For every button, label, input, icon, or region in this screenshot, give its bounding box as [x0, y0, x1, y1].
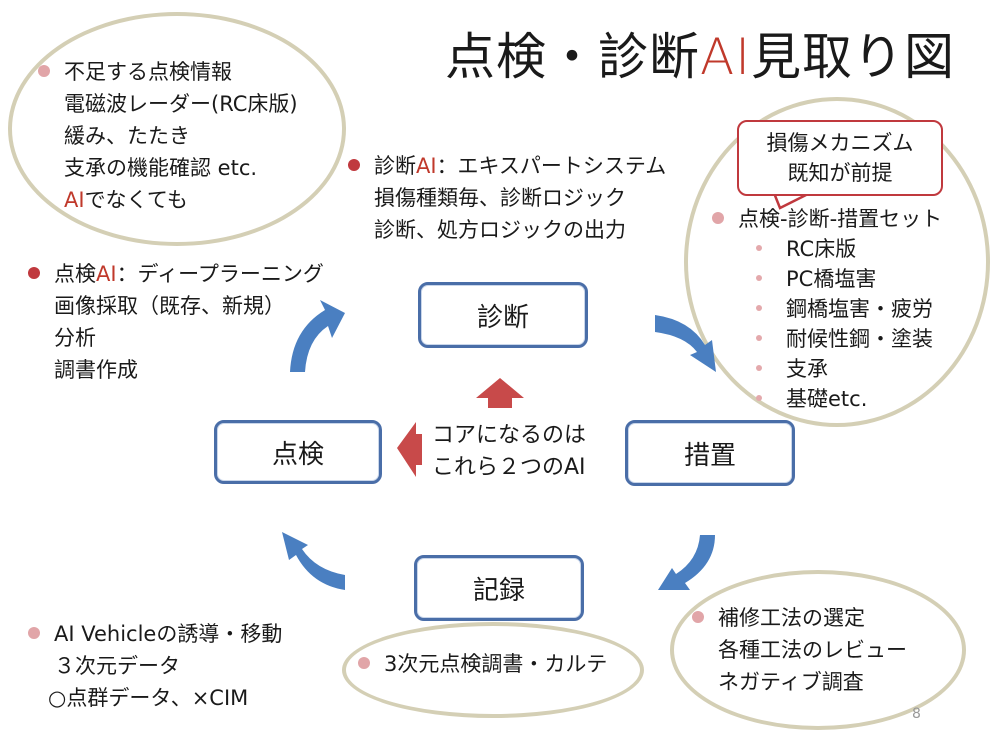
- inspection-ai-prefix: 点検: [54, 262, 96, 286]
- inspection-set-list: 点検-診断-措置セット RC床版 PC橋塩害 鋼橋塩害・疲労 耐候性鋼・塗装 支…: [712, 204, 942, 414]
- missing-info-line: 緩み、たたき: [64, 124, 190, 148]
- inspection-set-item: RC床版: [786, 237, 857, 261]
- inspection-set-item: 鋼橋塩害・疲労: [786, 297, 933, 321]
- inspection-set-item: 耐候性鋼・塗装: [786, 327, 933, 351]
- ai-accent: AI: [96, 262, 117, 286]
- inspection-set-item: 基礎etc.: [786, 387, 868, 411]
- node-label: 診断: [476, 302, 529, 333]
- node-label: 措置: [683, 440, 736, 471]
- inspection-ai-line: 調書作成: [54, 358, 138, 382]
- ai-vehicle-heading: AI Vehicleの誘導・移動: [54, 622, 283, 646]
- bullet-icon: [28, 267, 40, 279]
- sub-bullet-icon: [756, 305, 762, 311]
- missing-info-line: 支承の機能確認 etc.: [64, 156, 258, 180]
- callout-tail: [772, 191, 811, 210]
- top-left-ellipse: [8, 12, 346, 246]
- inspection-set-heading: 点検-診断-措置セット: [738, 207, 943, 231]
- repair-line: 各種工法のレビュー: [718, 638, 907, 662]
- diagnosis-ai-suffix: ：エキスパートシステム: [436, 154, 667, 178]
- ai-accent: AI: [64, 188, 85, 212]
- arrow-diagnosis-to-measures: [655, 315, 716, 372]
- inspection-ai-line: 分析: [54, 326, 96, 350]
- missing-info-line: 電磁波レーダー(RC床版): [64, 92, 298, 116]
- record-ellipse: [342, 622, 644, 718]
- inspection-set-item: 支承: [786, 357, 828, 381]
- core-ai-note: コアになるのは これら２つのAI: [432, 420, 586, 484]
- sub-bullet-icon: [756, 245, 762, 251]
- callout-line: 損傷メカニズム: [766, 131, 914, 155]
- missing-info-last-line: AIでなくても: [38, 184, 298, 216]
- missing-info-heading: 不足する点検情報: [64, 60, 232, 84]
- core-note-line: これら２つのAI: [432, 455, 586, 480]
- node-diagnosis: 診断: [418, 282, 588, 348]
- repair-ellipse: [670, 570, 966, 730]
- node-label: 点検: [271, 439, 324, 470]
- arrow-inspection-to-diagnosis: [290, 300, 345, 372]
- node-record: 記録: [414, 555, 584, 621]
- title-accent: AI: [700, 28, 751, 86]
- diagnosis-ai-description: 診断AI：エキスパートシステム 損傷種類毎、診断ロジック 診断、処方ロジックの出…: [348, 150, 666, 246]
- damage-mechanism-callout: 損傷メカニズム 既知が前提: [737, 120, 943, 196]
- repair-heading: 補修工法の選定: [718, 606, 865, 630]
- bullet-icon: [692, 611, 704, 623]
- diagnosis-ai-line: 診断、処方ロジックの出力: [374, 218, 626, 242]
- missing-info-rest: でなくても: [84, 188, 188, 212]
- inspection-set-item: PC橋塩害: [786, 267, 877, 291]
- arrow-measures-to-record: [658, 535, 715, 590]
- page-number: 8: [912, 706, 921, 722]
- core-note-line: コアになるのは: [432, 423, 587, 448]
- inspection-ai-description: 点検AI：ディープラーニング 画像採取（既存、新規） 分析 調書作成: [28, 258, 324, 386]
- record-bubble-text: 3次元点検調書・カルテ: [358, 648, 607, 680]
- sub-bullet-icon: [756, 275, 762, 281]
- node-measures: 措置: [625, 420, 795, 486]
- bullet-icon: [712, 212, 724, 224]
- bullet-icon: [28, 627, 40, 639]
- sub-bullet-icon: [756, 395, 762, 401]
- ai-vehicle-line: ○点群データ、×CIM: [48, 686, 249, 710]
- bullet-icon: [358, 657, 370, 669]
- record-bubble-label: 3次元点検調書・カルテ: [384, 652, 608, 676]
- diagnosis-ai-prefix: 診断: [374, 154, 416, 178]
- sub-bullet-icon: [756, 335, 762, 341]
- callout-line: 既知が前提: [787, 161, 893, 185]
- ai-vehicle-description: AI Vehicleの誘導・移動 ３次元データ ○点群データ、×CIM: [28, 618, 282, 714]
- repair-line: ネガティブ調査: [718, 670, 864, 694]
- slide-title: 点検・診断AI見取り図: [445, 32, 955, 82]
- inspection-ai-line: 画像採取（既存、新規）: [54, 294, 285, 318]
- inspection-ai-suffix: ：ディープラーニング: [116, 262, 324, 286]
- ai-vehicle-line: ３次元データ: [54, 654, 180, 678]
- core-arrow-left: [397, 422, 422, 477]
- missing-inspection-info: 不足する点検情報 電磁波レーダー(RC床版) 緩み、たたき 支承の機能確認 et…: [38, 56, 298, 216]
- title-text-1: 点検・診断: [445, 28, 700, 86]
- arrow-record-to-inspection: [282, 532, 345, 590]
- bullet-icon: [38, 65, 50, 77]
- diagnosis-ai-line: 損傷種類毎、診断ロジック: [374, 186, 626, 210]
- repair-method-description: 補修工法の選定 各種工法のレビュー ネガティブ調査: [692, 602, 907, 698]
- bullet-icon: [348, 159, 360, 171]
- sub-bullet-icon: [756, 365, 762, 371]
- node-inspection: 点検: [214, 420, 382, 484]
- title-text-2: 見取り図: [750, 28, 955, 86]
- ai-accent: AI: [416, 154, 437, 178]
- node-label: 記録: [472, 575, 525, 606]
- right-ellipse: [684, 97, 990, 427]
- core-arrow-up: [476, 378, 524, 408]
